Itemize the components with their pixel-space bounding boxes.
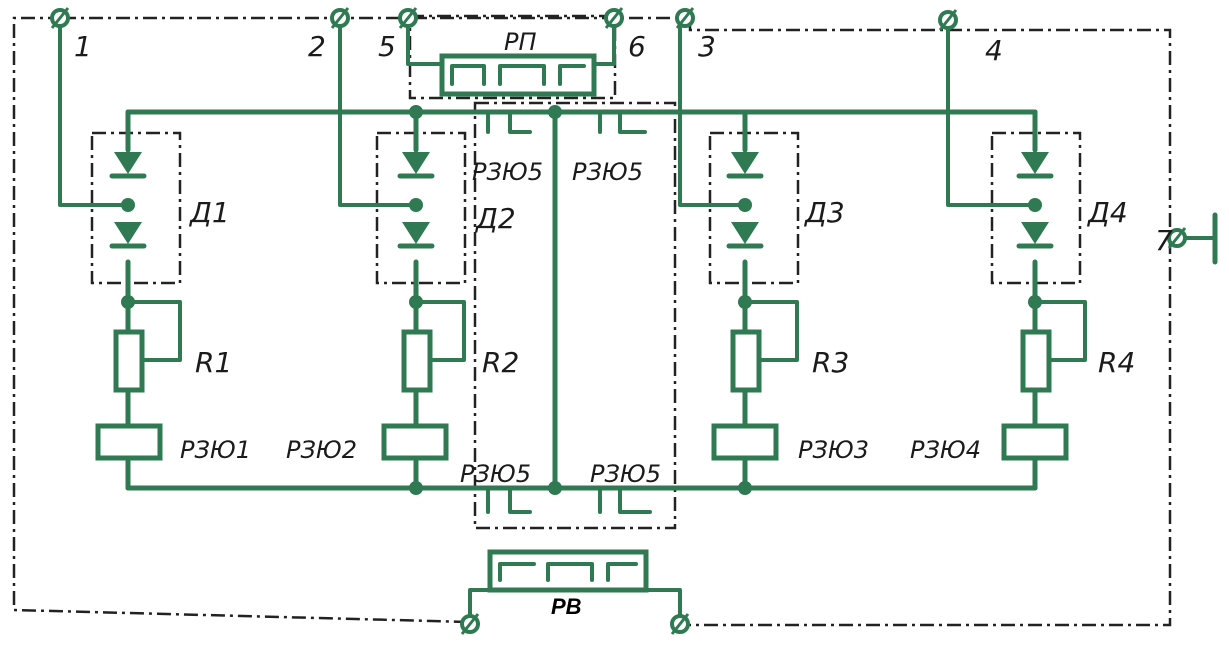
rzyu5-label-bottom-left: РЗЮ5: [460, 460, 531, 488]
terminal-label-5: 5: [378, 30, 396, 63]
diode-pair-1: [109, 152, 147, 249]
relay-rv-box: [487, 549, 649, 593]
rzyu5-label-top-left: РЗЮ5: [472, 158, 543, 186]
terminal-label-3: 3: [698, 30, 716, 63]
resistor-r1: [113, 329, 145, 393]
diode-pair-3: [726, 152, 764, 249]
relay-label-rzyu3: РЗЮ3: [798, 436, 869, 464]
resistor-label-r3: R3: [812, 346, 849, 379]
resistor-label-r1: R1: [195, 346, 232, 379]
diode-label-d4: Д4: [1086, 196, 1128, 229]
resistor-label-r4: R4: [1098, 346, 1135, 379]
terminal-label-2: 2: [308, 30, 326, 63]
relay-coil-rzyu3: [711, 423, 779, 461]
junction-dots: [121, 105, 1042, 495]
terminal-label-6: 6: [628, 30, 646, 63]
diode-pair-2: [397, 152, 435, 249]
diode-label-d2: Д2: [474, 202, 516, 235]
relay-label-rzyu1: РЗЮ1: [180, 436, 251, 464]
resistor-r4: [1020, 329, 1052, 393]
resistor-r2: [401, 329, 433, 393]
diode-label-d1: Д1: [188, 196, 230, 229]
diode-label-d3: Д3: [803, 196, 845, 229]
resistor-r3: [730, 329, 762, 393]
relay-coil-rzyu4: [1001, 423, 1069, 461]
terminal-label-1: 1: [74, 30, 92, 63]
terminals: [50, 7, 1187, 635]
rzyu5-contacts: [486, 110, 652, 514]
resistor-label-r2: R2: [482, 346, 519, 379]
diode-pair-4: [1016, 152, 1054, 249]
terminal-label-4: 4: [985, 34, 1003, 67]
relay-coil-rzyu2: [381, 423, 449, 461]
rzyu5-label-top-right: РЗЮ5: [572, 158, 643, 186]
relay-rp-label: РП: [504, 28, 537, 56]
enclosure-dashdot: [12, 14, 1172, 627]
relay-coil-rzyu1: [95, 423, 163, 461]
relay-label-rzyu2: РЗЮ2: [286, 436, 357, 464]
relay-label-rzyu4: РЗЮ4: [910, 436, 981, 464]
relay-rp-box: [439, 53, 597, 97]
rzyu5-label-bottom-right: РЗЮ5: [590, 460, 661, 488]
terminal-label-7: 7: [1155, 224, 1173, 257]
wiring: [58, 16, 1218, 622]
relay-rv-label: РВ: [551, 594, 582, 619]
